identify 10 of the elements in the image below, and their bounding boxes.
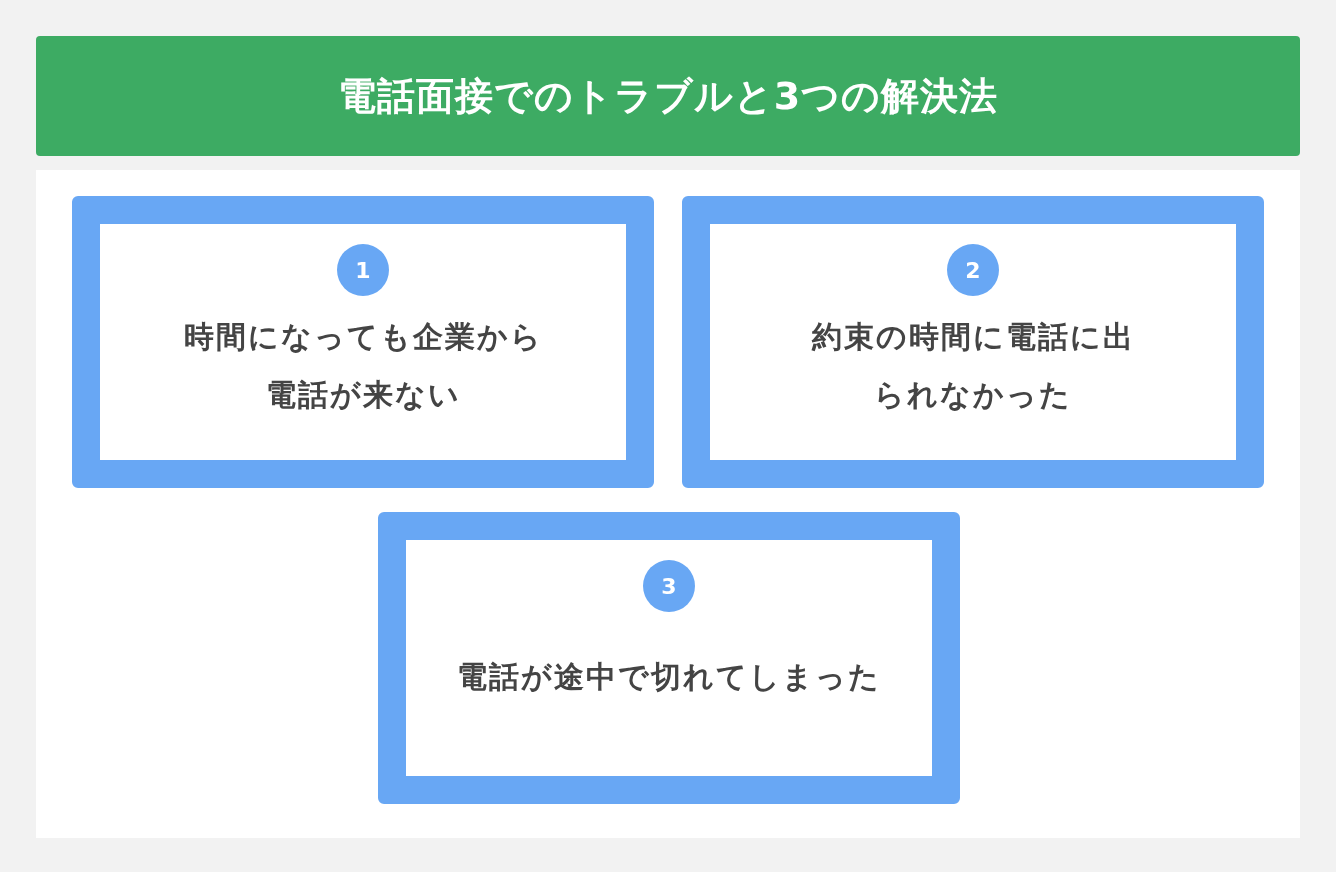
box-text: 約束の時間に電話に出られなかった [810, 318, 1136, 414]
title-text: 電話面接でのトラブルと3つの解決法 [337, 73, 999, 118]
numbered-box [682, 196, 1264, 488]
number-badge: 1 [337, 244, 389, 296]
numbered-box [378, 512, 960, 804]
number-badge: 2 [947, 244, 999, 296]
numbered-box [72, 196, 654, 488]
box-text: 時間になっても企業から電話が来ない [183, 318, 543, 414]
box-text: 電話が途中で切れてしまった [456, 658, 882, 696]
number-badge: 3 [643, 560, 695, 612]
